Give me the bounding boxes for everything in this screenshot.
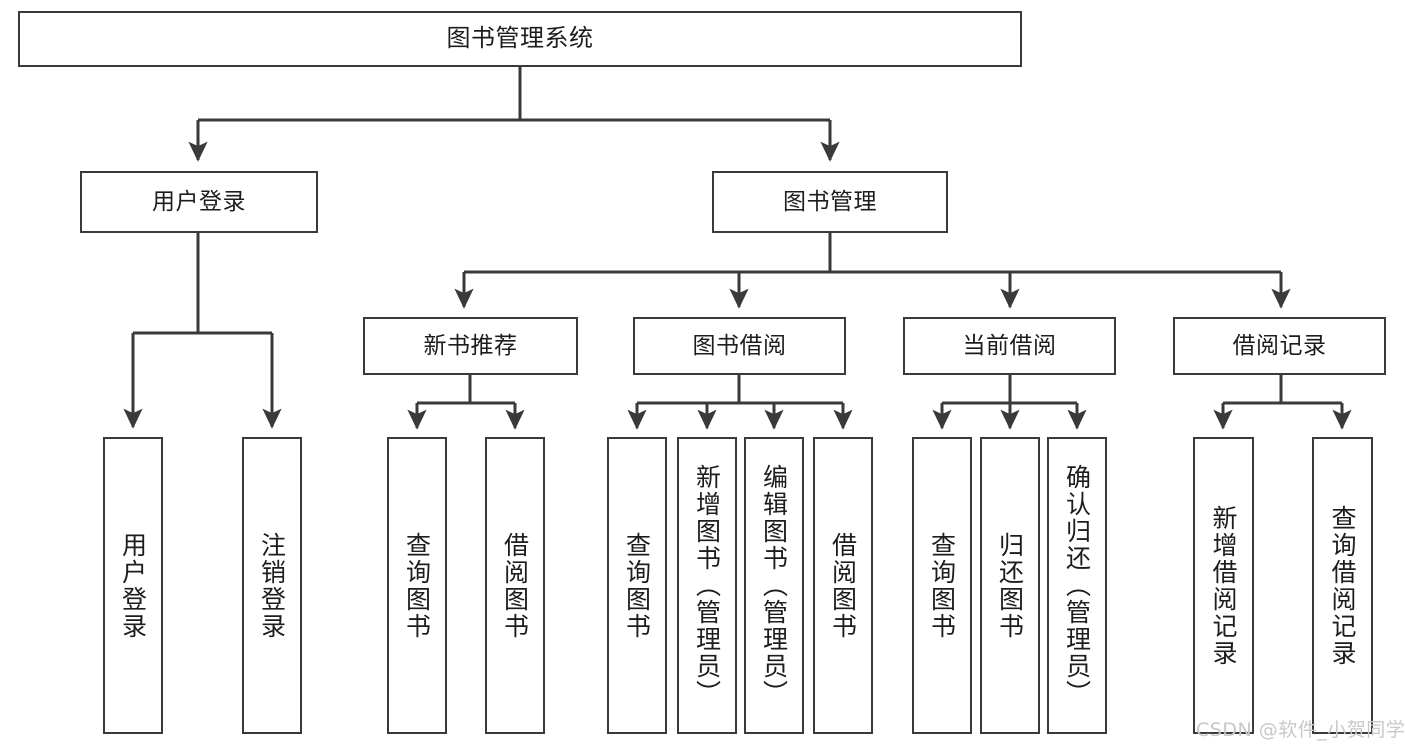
leaf-current-confirm-return-admin[interactable]: 确认归还（管理员） (1047, 437, 1107, 734)
node-label: 用户登录 (118, 531, 148, 640)
watermark-text: CSDN @软件_小贺同学 (1196, 719, 1405, 741)
node-label: 借阅记录 (1232, 332, 1327, 359)
leaf-current-query-book[interactable]: 查询图书 (912, 437, 972, 734)
node-label: 新增图书（管理员） (692, 464, 722, 707)
node-root-system[interactable]: 图书管理系统 (18, 11, 1022, 67)
node-label: 借阅图书 (500, 531, 530, 640)
leaf-record-query-record[interactable]: 查询借阅记录 (1312, 437, 1373, 734)
node-label: 图书借阅 (692, 332, 787, 359)
node-label: 用户登录 (152, 188, 246, 215)
node-label: 当前借阅 (962, 332, 1057, 359)
leaf-user-login-login[interactable]: 用户登录 (103, 437, 163, 734)
node-new-book-recommend[interactable]: 新书推荐 (363, 317, 578, 375)
leaf-recommend-borrow-book[interactable]: 借阅图书 (485, 437, 545, 734)
node-label: 新增借阅记录 (1209, 504, 1238, 667)
node-user-login[interactable]: 用户登录 (80, 171, 318, 233)
node-label: 查询图书 (402, 531, 432, 640)
node-borrow-record[interactable]: 借阅记录 (1173, 317, 1386, 375)
node-label: 归还图书 (995, 531, 1025, 640)
node-label: 确认归还（管理员） (1062, 464, 1092, 707)
node-label: 查询图书 (927, 531, 957, 640)
node-book-borrow[interactable]: 图书借阅 (633, 317, 846, 375)
node-label: 新书推荐 (423, 332, 518, 359)
leaf-recommend-query-book[interactable]: 查询图书 (387, 437, 447, 734)
node-label: 图书管理 (783, 188, 877, 215)
leaf-borrow-borrow-book[interactable]: 借阅图书 (813, 437, 873, 734)
leaf-record-add-record[interactable]: 新增借阅记录 (1193, 437, 1254, 734)
node-label: 查询图书 (622, 531, 652, 640)
leaf-borrow-add-book-admin[interactable]: 新增图书（管理员） (677, 437, 737, 734)
node-book-management[interactable]: 图书管理 (712, 171, 948, 233)
node-label: 编辑图书（管理员） (759, 464, 789, 707)
leaf-user-login-logout[interactable]: 注销登录 (242, 437, 302, 734)
node-label: 查询借阅记录 (1328, 504, 1357, 667)
node-label: 图书管理系统 (446, 24, 594, 53)
node-current-borrow[interactable]: 当前借阅 (903, 317, 1116, 375)
node-label: 借阅图书 (828, 531, 858, 640)
leaf-borrow-edit-book-admin[interactable]: 编辑图书（管理员） (744, 437, 804, 734)
leaf-borrow-query-book[interactable]: 查询图书 (607, 437, 667, 734)
leaf-current-return-book[interactable]: 归还图书 (980, 437, 1040, 734)
node-label: 注销登录 (257, 531, 287, 640)
